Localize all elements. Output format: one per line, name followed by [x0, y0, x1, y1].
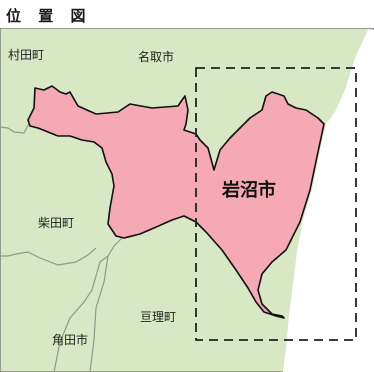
label-shibata: 柴田町 [38, 216, 75, 230]
label-kakuda: 角田市 [52, 333, 89, 347]
label-watari: 亘理町 [140, 310, 177, 324]
iwanuma-area [27, 85, 325, 319]
sea-area [283, 30, 374, 372]
label-iwanuma: 岩沼市 [222, 180, 276, 201]
municipal-boundaries [0, 121, 123, 372]
label-natori: 名取市 [138, 50, 175, 64]
location-map [0, 28, 374, 372]
detail-area-frame [195, 67, 357, 341]
map-title: 位 置 図 [6, 7, 92, 25]
label-murata: 村田町 [8, 48, 45, 62]
